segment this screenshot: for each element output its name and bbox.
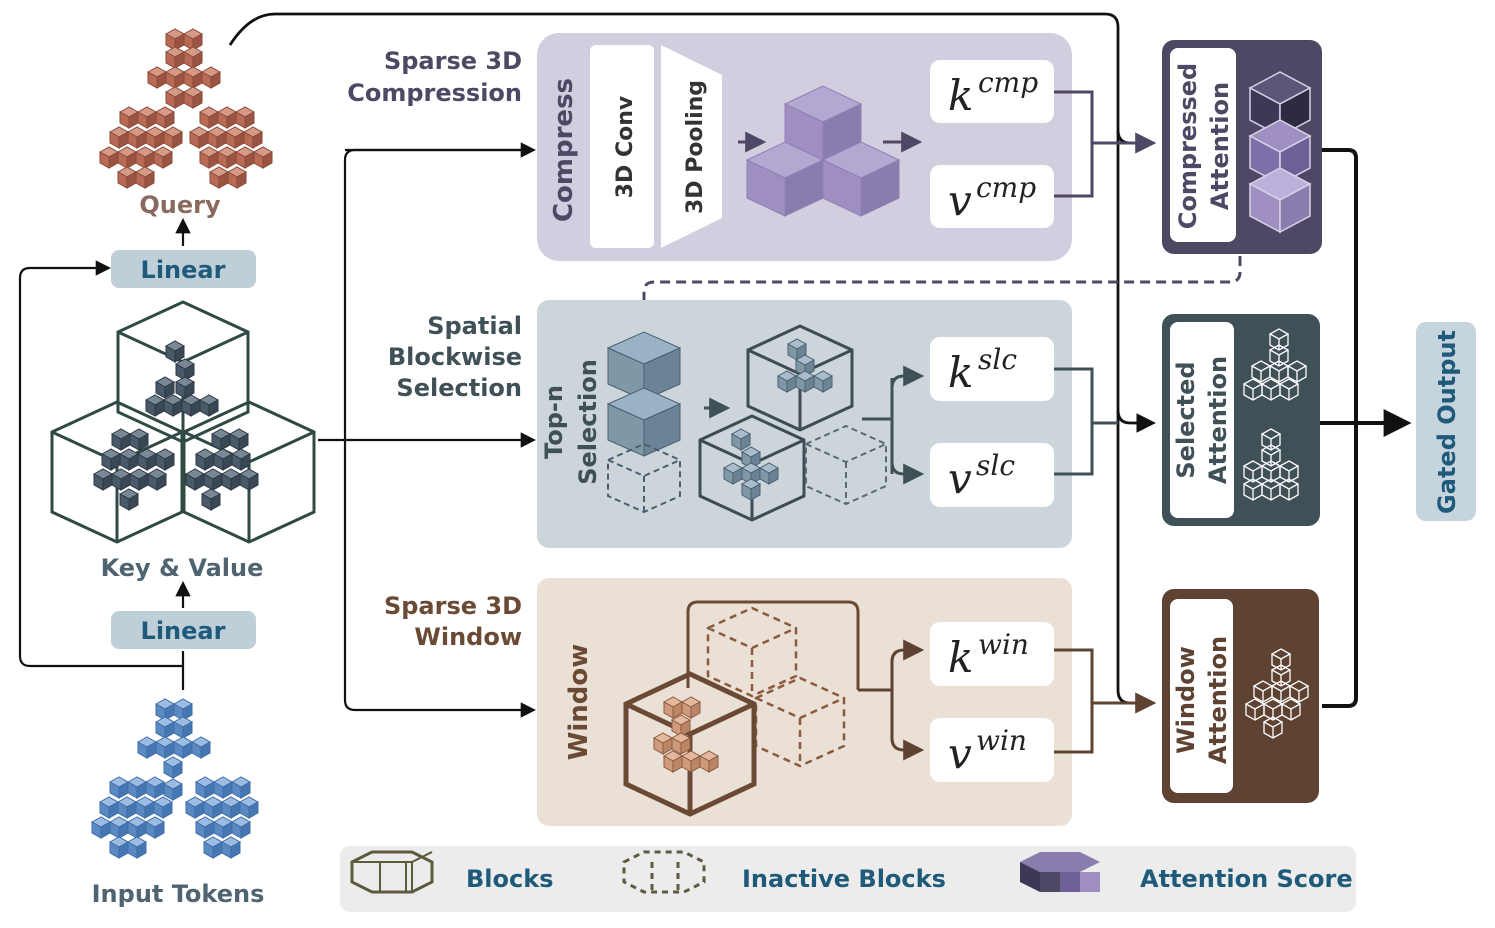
linear-query-label: Linear xyxy=(141,256,226,284)
compressed-attention-box xyxy=(1162,40,1322,254)
query-label: Query xyxy=(139,191,221,219)
legend-inactive-blocks-label: Inactive Blocks xyxy=(742,865,946,893)
k-cmp-box xyxy=(930,60,1054,123)
selected-attention-label-line2: Attention xyxy=(1204,356,1232,484)
input-tokens-voxel-icon xyxy=(91,698,259,859)
selection-title-line2: Blockwise xyxy=(388,343,522,371)
window-title-line1: Sparse 3D xyxy=(384,592,522,620)
v-cmp-sup: cmp xyxy=(976,171,1036,204)
query-voxel-icon xyxy=(99,28,273,189)
v-win-base: v xyxy=(948,729,972,778)
compressed-cubes-icon xyxy=(745,85,901,217)
selected-attention-label-line1: Selected xyxy=(1172,361,1200,478)
window-side-label: Window xyxy=(564,644,594,761)
k-slc-box xyxy=(930,337,1054,401)
compressed-attention-label-line2: Attention xyxy=(1206,82,1234,210)
v-slc-base: v xyxy=(948,454,972,503)
conv-3d-label: 3D Conv xyxy=(613,95,638,198)
k-win-box xyxy=(930,622,1054,686)
selection-title-line1: Spatial xyxy=(427,312,522,340)
gated-output-box xyxy=(1416,322,1476,521)
blocks-legend-icon xyxy=(350,850,434,894)
legend-attention-score-label: Attention Score xyxy=(1140,865,1353,893)
topn-cubes-icon xyxy=(606,331,682,514)
pool-3d-box xyxy=(661,45,722,248)
k-win-sup: win xyxy=(978,628,1029,661)
key-value-voxel-icon xyxy=(50,300,316,544)
topn-side-label-line1: Top-n xyxy=(540,385,568,459)
input-tokens-label: Input Tokens xyxy=(92,880,265,908)
linear-kv-label: Linear xyxy=(141,617,226,645)
compression-title-line2: Compression xyxy=(347,79,522,107)
v-win-box xyxy=(930,718,1054,782)
selected-blocks-icon xyxy=(698,324,887,522)
k-slc-sup: slc xyxy=(978,343,1017,376)
compressed-attention-label-line1: Compressed xyxy=(1174,63,1202,229)
k-cmp-sup: cmp xyxy=(978,66,1038,99)
inactive-blocks-legend-icon xyxy=(622,850,706,894)
window-title-line2: Window xyxy=(414,623,522,651)
legend-bar xyxy=(340,846,1356,912)
legend-blocks-label: Blocks xyxy=(466,865,553,893)
conv-3d-box xyxy=(590,45,654,248)
v-slc-sup: slc xyxy=(976,449,1015,482)
k-win-base: k xyxy=(948,633,973,682)
window-attention-label-line1: Window xyxy=(1172,646,1200,754)
window-attention-box xyxy=(1162,589,1319,803)
compress-side-label: Compress xyxy=(549,78,579,222)
window-attention-label-line2: Attention xyxy=(1204,636,1232,764)
k-slc-base: k xyxy=(948,348,973,397)
linear-query-box xyxy=(111,250,256,288)
topn-side-label-line2: Selection xyxy=(574,359,602,485)
v-cmp-base: v xyxy=(948,176,972,225)
linear-kv-box xyxy=(111,611,256,649)
v-win-sup: win xyxy=(976,724,1027,757)
window-blocks-icon xyxy=(623,600,860,817)
v-cmp-box xyxy=(930,165,1054,228)
selected-attention-box xyxy=(1162,314,1320,526)
v-slc-box xyxy=(930,443,1054,507)
k-cmp-base: k xyxy=(948,71,973,120)
attention-score-legend-icon xyxy=(1020,852,1100,892)
selection-title-line3: Selection xyxy=(396,374,522,402)
key-value-label: Key & Value xyxy=(101,554,264,582)
compression-title-line1: Sparse 3D xyxy=(384,47,522,75)
gated-output-label: Gated Output xyxy=(1433,330,1461,514)
pool-3d-label: 3D Pooling xyxy=(683,80,708,214)
compressed-attention-cubes-icon xyxy=(1248,71,1312,234)
window-panel xyxy=(537,578,1072,826)
